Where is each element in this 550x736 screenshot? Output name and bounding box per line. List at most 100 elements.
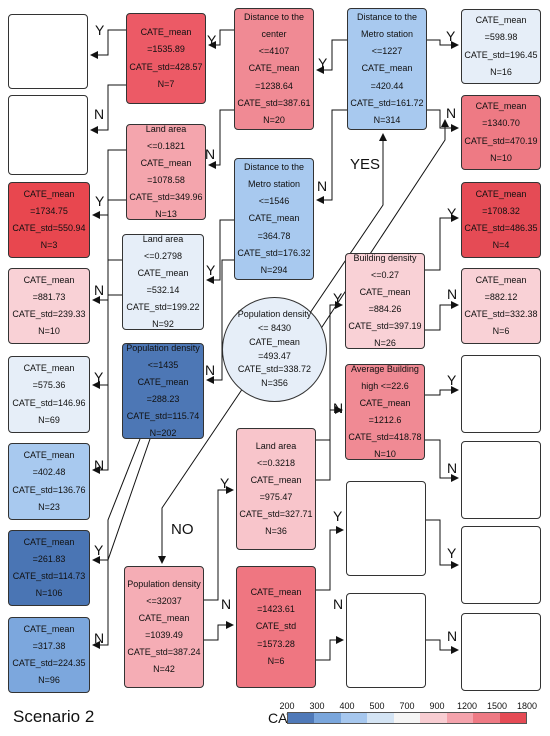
- node-text-line: <=0.27: [370, 269, 400, 280]
- node-text-line: center: [261, 29, 287, 40]
- color-legend: [287, 712, 527, 724]
- node-text-line: CATE_std=332.38: [464, 309, 538, 319]
- node-text-line: N=7: [157, 78, 175, 89]
- node-text-line: N=6: [267, 655, 285, 666]
- node-text-line: N=314: [373, 114, 401, 125]
- legend-tick-label: 300: [309, 701, 325, 711]
- node-text-line: Metro station: [360, 29, 414, 40]
- node-text-line: CATE_mean: [23, 450, 75, 461]
- branch-n: N: [94, 457, 105, 473]
- node-text-line: =975.47: [259, 492, 293, 502]
- node-text-line: N=13: [155, 209, 177, 220]
- node-text-line: CATE_std=146.96: [12, 397, 86, 408]
- legend-tick-label: 500: [369, 701, 385, 711]
- node-text-line: CATE_std=428.57: [129, 61, 203, 72]
- node-text-line: CATE_mean: [250, 474, 302, 485]
- node-text-line: =1734.75: [30, 205, 68, 216]
- empty-leaf-2: [8, 95, 88, 175]
- node-text-line: CATE_std=136.76: [12, 484, 86, 495]
- branch-n: N: [447, 286, 458, 302]
- tree-edge-arrow: [316, 301, 343, 441]
- branch-n: N: [447, 460, 458, 476]
- node-text-line: Population density: [237, 308, 312, 319]
- node-text-line: N=10: [490, 152, 512, 163]
- node-text-line: CATE_mean: [475, 15, 527, 26]
- node-text-line: N=69: [38, 414, 60, 425]
- node-text-line: Land area: [145, 123, 187, 134]
- node-text-line: CATE_mean: [475, 274, 527, 285]
- node-text-line: CATE_mean: [23, 623, 75, 634]
- legend-tick-label: 700: [399, 701, 415, 711]
- node-text-line: N=294: [260, 264, 288, 275]
- node-text-line: CATE_std=397.19: [348, 321, 422, 332]
- node-text-line: =1535.89: [147, 44, 185, 55]
- branch-y: Y: [333, 508, 343, 524]
- node-text-line: Land area: [142, 233, 184, 244]
- node-text-line: =364.78: [257, 230, 291, 241]
- node-text-line: N=10: [374, 449, 396, 460]
- node-text-line: N=16: [490, 66, 512, 77]
- branch-no: NO: [171, 521, 194, 538]
- tree-edge-arrow: [206, 259, 234, 384]
- node-text-line: <=1227: [371, 46, 403, 57]
- node-text-line: CATE_std=470.19: [464, 135, 538, 146]
- node-text-line: Average Building: [351, 363, 419, 374]
- node-text-line: CATE_std=486.35: [464, 223, 538, 233]
- tree-edge-arrow: [158, 384, 246, 564]
- node-text-line: CATE_std=338.72: [237, 364, 312, 375]
- legend-swatch: [446, 713, 474, 723]
- node-text-line: <=0.3218: [256, 457, 296, 468]
- tree-edge-arrow: [316, 39, 347, 74]
- node-text-line: <=1435: [147, 359, 179, 370]
- legend-tick-label: 900: [429, 701, 445, 711]
- node-text-line: CATE_mean: [249, 336, 300, 347]
- node-text-line: CATE_std=239.33: [12, 309, 86, 319]
- tree-edge-arrow: [204, 486, 234, 601]
- node-text-line: CATE_std=550.94: [12, 223, 86, 233]
- tree-edge-arrow: [427, 109, 459, 132]
- tree-edge-arrow: [206, 219, 234, 284]
- branch-y: Y: [318, 55, 328, 71]
- node-text-line: =532.14: [146, 285, 180, 295]
- branch-y: Y: [446, 28, 456, 44]
- branch-n: N: [205, 362, 216, 378]
- node-text-line: <=0.2798: [143, 250, 183, 261]
- tree-edge-arrow: [425, 301, 459, 331]
- branch-y: Y: [447, 205, 457, 221]
- node-text-line: CATE_std=387.61: [237, 97, 311, 108]
- node-text-line: CATE_mean: [250, 587, 302, 598]
- tree-edge-arrow: [316, 526, 344, 591]
- node-text-line: N=92: [152, 319, 174, 330]
- branch-n: N: [205, 146, 216, 162]
- node-text-line: CATE_mean: [361, 63, 413, 74]
- node-text-line: CATE_std=114.73: [12, 571, 86, 581]
- node-text-line: =288.23: [146, 394, 180, 404]
- empty-leaf-4: [461, 441, 541, 519]
- node-text-line: <= 8430: [257, 322, 292, 333]
- node-text-line: <=1546: [258, 196, 290, 207]
- node-text-line: =1340.70: [482, 118, 520, 129]
- node-text-line: =881.73: [32, 291, 66, 302]
- node-text-line: =317.38: [32, 640, 66, 651]
- node-text-line: =1423.61: [257, 604, 295, 615]
- node-text-line: CATE_mean: [23, 363, 75, 374]
- node-text-line: <=32037: [146, 595, 182, 606]
- node-text-line: N=26: [374, 338, 396, 349]
- legend-swatch: [393, 713, 421, 723]
- node-text-line: CATE_mean: [359, 397, 411, 408]
- branch-y: Y: [94, 542, 104, 558]
- node-text-line: CATE_std=327.71: [239, 509, 313, 520]
- node-text-line: N=96: [38, 675, 60, 686]
- node-text-line: =1212.6: [368, 415, 402, 425]
